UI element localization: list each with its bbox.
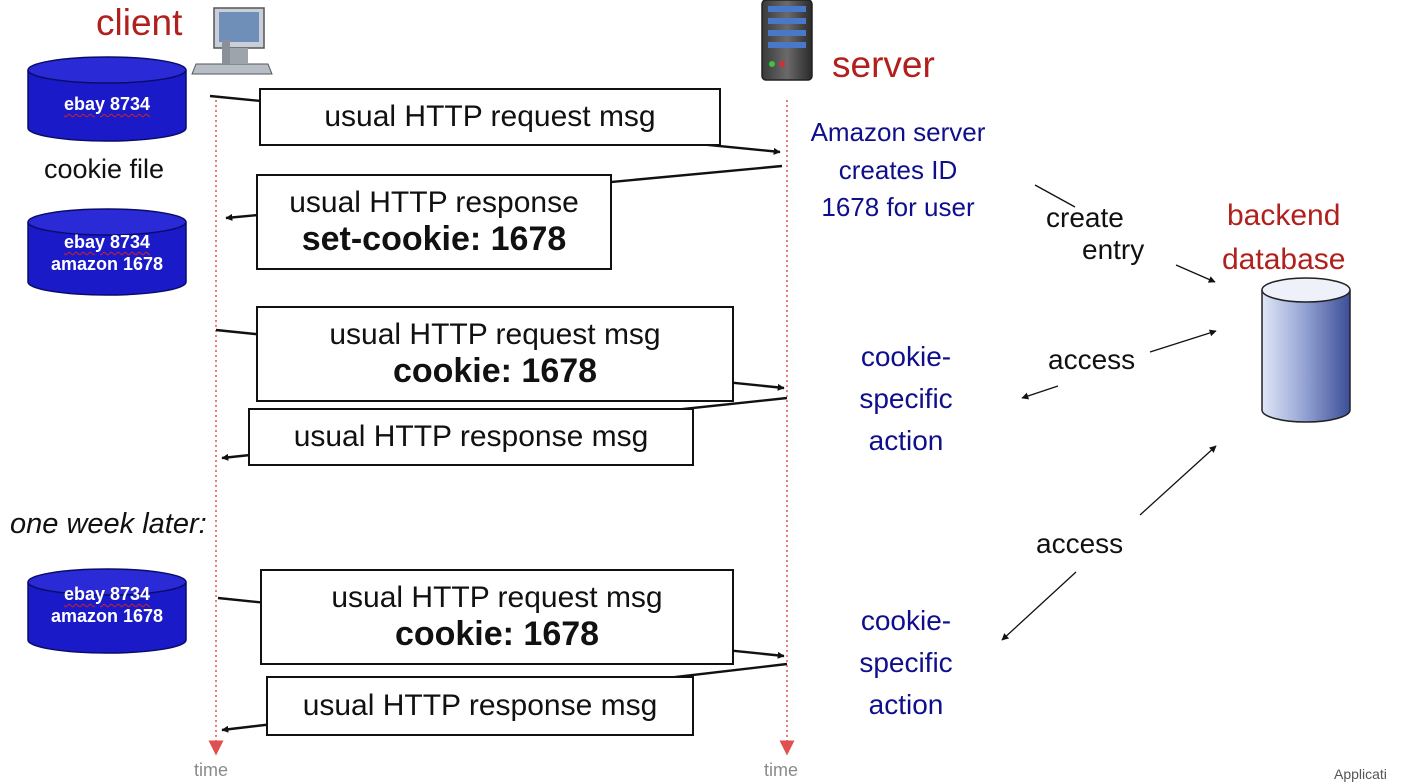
server-time-label: time bbox=[764, 760, 799, 780]
access-label-2: access bbox=[1036, 528, 1124, 559]
connector-create-line bbox=[1034, 184, 1076, 208]
create-label: create bbox=[1046, 202, 1124, 233]
one-week-later-label: one week later: bbox=[10, 508, 207, 540]
message-line: usual HTTP response msg bbox=[293, 420, 649, 454]
server-note-cookie-action-1: cookie- specific action bbox=[836, 336, 976, 462]
cookie-file-label: cookie file bbox=[44, 154, 165, 184]
cookie-can-shapes bbox=[27, 56, 187, 654]
cookie-entry: ebay 8734 bbox=[28, 94, 186, 116]
page-reference: Applicati bbox=[1334, 766, 1387, 782]
note-line: Amazon server bbox=[810, 117, 986, 147]
backend-database-label: backend database bbox=[1222, 194, 1345, 281]
message-box-response-1: usual HTTP response set-cookie: 1678 bbox=[256, 174, 612, 270]
message-line: usual HTTP request msg bbox=[324, 100, 656, 134]
note-line: 1678 for user bbox=[821, 192, 975, 223]
message-line: usual HTTP request msg bbox=[331, 581, 663, 615]
backend-label-line: backend bbox=[1227, 199, 1341, 232]
cookie-file-2: ebay 8734 amazon 1678 bbox=[28, 210, 186, 296]
connector-entry-arrow bbox=[1175, 264, 1216, 283]
server-note-create-id: Amazon server creates ID 1678 for user bbox=[782, 114, 1014, 227]
cookie-entry-ebay: ebay 8734 bbox=[63, 94, 151, 114]
cookie-file-1: ebay 8734 bbox=[28, 60, 186, 140]
note-line: specific bbox=[859, 383, 953, 414]
set-cookie-header: set-cookie: 1678 bbox=[301, 219, 567, 258]
computer-icon bbox=[191, 7, 273, 75]
message-line: usual HTTP request msg bbox=[329, 318, 661, 352]
message-box-request-1: usual HTTP request msg bbox=[259, 88, 721, 146]
server-icon bbox=[761, 0, 813, 81]
note-line: action bbox=[868, 689, 944, 720]
note-line: specific bbox=[859, 647, 953, 678]
client-time-label: time bbox=[194, 760, 229, 780]
server-note-cookie-action-2: cookie- specific action bbox=[836, 600, 976, 726]
message-box-request-2: usual HTTP request msg cookie: 1678 bbox=[256, 306, 734, 402]
note-line: action bbox=[868, 425, 944, 456]
cookie-entry-amazon: amazon 1678 bbox=[50, 605, 164, 626]
entry-label: entry bbox=[1082, 234, 1145, 265]
server-label: server bbox=[832, 44, 935, 85]
message-line: usual HTTP response bbox=[289, 186, 579, 220]
message-line: usual HTTP response msg bbox=[302, 689, 658, 723]
cookie-entry-amazon: amazon 1678 bbox=[50, 253, 164, 274]
cookie-entry-ebay: ebay 8734 bbox=[63, 232, 151, 252]
cookie-header: cookie: 1678 bbox=[392, 351, 598, 390]
message-box-response-2: usual HTTP response msg bbox=[248, 408, 694, 466]
access-label-1: access bbox=[1048, 344, 1136, 375]
connector-access-1-in bbox=[1021, 385, 1059, 400]
database-label-line: database bbox=[1222, 242, 1346, 276]
note-line: cookie- bbox=[860, 341, 952, 372]
connector-access-1-out bbox=[1149, 329, 1217, 353]
message-box-response-3: usual HTTP response msg bbox=[266, 676, 694, 736]
cookie-entry-ebay: ebay 8734 bbox=[63, 584, 151, 604]
client-label: client bbox=[96, 2, 183, 43]
message-box-request-3: usual HTTP request msg cookie: 1678 bbox=[260, 569, 734, 665]
connector-access-2-out bbox=[1139, 445, 1217, 516]
database-connectors bbox=[1001, 184, 1217, 641]
connector-access-2-in bbox=[1001, 571, 1077, 641]
note-line: creates ID bbox=[838, 154, 958, 185]
note-line: cookie- bbox=[860, 605, 952, 636]
cookie-header: cookie: 1678 bbox=[394, 614, 600, 653]
backend-database-icon bbox=[1261, 277, 1351, 423]
cookie-file-3: ebay 8734 amazon 1678 bbox=[28, 570, 186, 656]
